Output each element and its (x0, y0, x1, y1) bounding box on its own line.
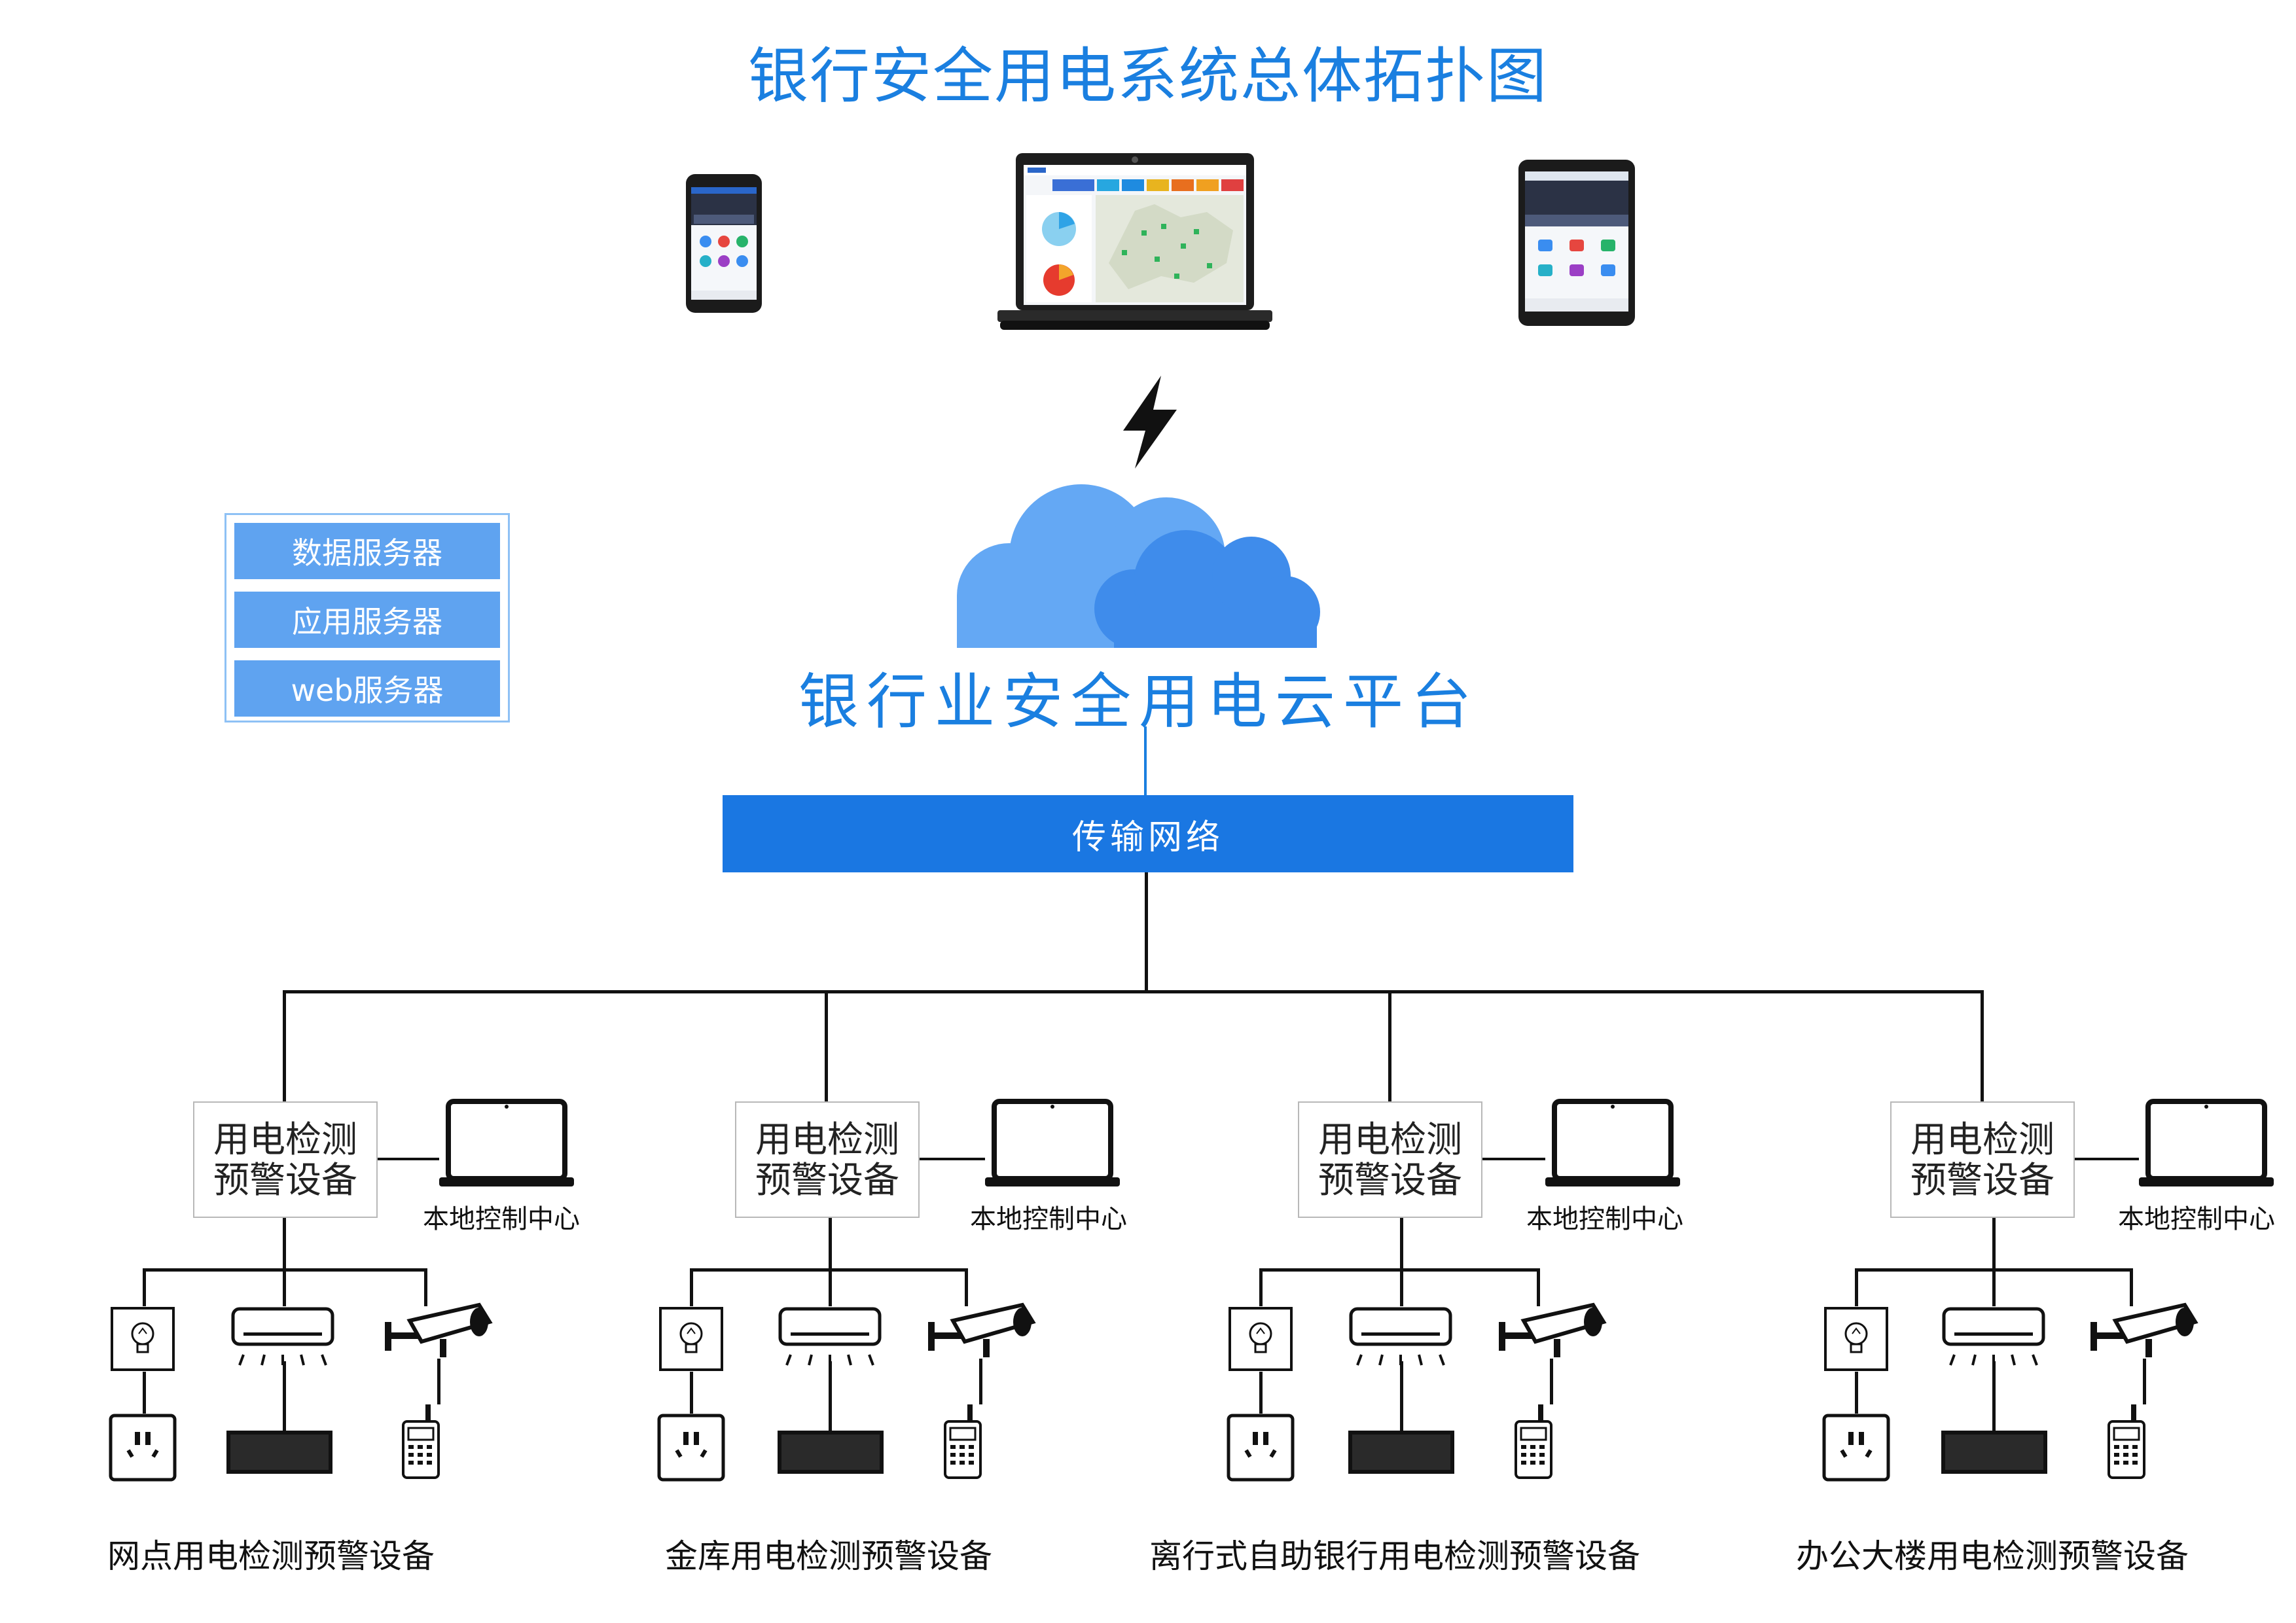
device-label-line1: 用电检测 (755, 1118, 899, 1160)
power-socket-icon (1822, 1414, 1890, 1482)
laptop-icon (985, 1099, 1120, 1186)
section-label: 离行式自助银行用电检测预警设备 (1149, 1537, 1640, 1575)
air-conditioner-icon (1349, 1307, 1452, 1366)
device-label-line2: 预警设备 (1318, 1159, 1462, 1201)
section-label: 金库用电检测预警设备 (665, 1537, 992, 1575)
server-panel: 数据服务器 应用服务器 web服务器 (224, 513, 510, 722)
app-server-label: 应用服务器 (234, 592, 500, 648)
power-socket-icon (657, 1414, 725, 1482)
led-display-icon (1348, 1431, 1454, 1474)
phone-icon (686, 174, 762, 313)
light-switch-icon (659, 1307, 723, 1371)
device-label-line2: 预警设备 (213, 1159, 357, 1201)
section-label: 网点用电检测预警设备 (107, 1537, 435, 1575)
local-control-center-label: 本地控制中心 (1526, 1204, 1683, 1234)
section-label: 办公大楼用电检测预警设备 (1796, 1537, 2189, 1575)
power-socket-icon (1227, 1414, 1295, 1482)
device-label-line2: 预警设备 (755, 1159, 899, 1201)
walkie-talkie-icon (402, 1404, 440, 1479)
laptop-icon (997, 153, 1272, 330)
walkie-talkie-icon (2108, 1404, 2145, 1479)
laptop-icon (1545, 1099, 1680, 1186)
light-switch-icon (111, 1307, 175, 1371)
network-trunk-line (1145, 872, 1148, 992)
led-display-icon (778, 1431, 884, 1474)
power-socket-icon (109, 1414, 177, 1482)
warning-device-box: 用电检测预警设备 (193, 1101, 378, 1218)
cctv-camera-icon (928, 1302, 1036, 1357)
local-control-center-label: 本地控制中心 (970, 1204, 1127, 1234)
diagram-title: 银行安全用电系统总体拓扑图 (747, 41, 1548, 111)
data-server-label: 数据服务器 (234, 523, 500, 579)
warning-device-box: 用电检测预警设备 (1890, 1101, 2075, 1218)
cloud-network-connector (1144, 726, 1147, 795)
laptop-icon (439, 1099, 574, 1186)
device-label-line1: 用电检测 (1910, 1118, 2054, 1160)
transmission-network-bar: 传输网络 (723, 795, 1573, 872)
air-conditioner-icon (778, 1307, 882, 1366)
light-switch-icon (1229, 1307, 1293, 1371)
laptop-icon (2139, 1099, 2274, 1186)
cctv-camera-icon (2090, 1302, 2198, 1357)
lightning-icon (1123, 376, 1177, 469)
walkie-talkie-icon (944, 1404, 982, 1479)
cloud-platform-label: 银行业安全用电云平台 (798, 667, 1479, 737)
cloud-icon (957, 484, 1320, 648)
device-label-line2: 预警设备 (1910, 1159, 2054, 1201)
device-label-line1: 用电检测 (1318, 1118, 1462, 1160)
cctv-camera-icon (1499, 1302, 1607, 1357)
web-server-label: web服务器 (234, 660, 500, 717)
air-conditioner-icon (231, 1307, 334, 1366)
air-conditioner-icon (1942, 1307, 2045, 1366)
tablet-icon (1518, 160, 1635, 326)
led-display-icon (226, 1431, 332, 1474)
local-control-center-label: 本地控制中心 (2118, 1204, 2275, 1234)
light-switch-icon (1824, 1307, 1888, 1371)
warning-device-box: 用电检测预警设备 (1298, 1101, 1482, 1218)
local-control-center-label: 本地控制中心 (423, 1204, 580, 1234)
led-display-icon (1941, 1431, 2047, 1474)
cctv-camera-icon (385, 1302, 493, 1357)
device-label-line1: 用电检测 (213, 1118, 357, 1160)
branch-bus-line (284, 990, 1983, 993)
walkie-talkie-icon (1515, 1404, 1552, 1479)
warning-device-box: 用电检测预警设备 (735, 1101, 920, 1218)
